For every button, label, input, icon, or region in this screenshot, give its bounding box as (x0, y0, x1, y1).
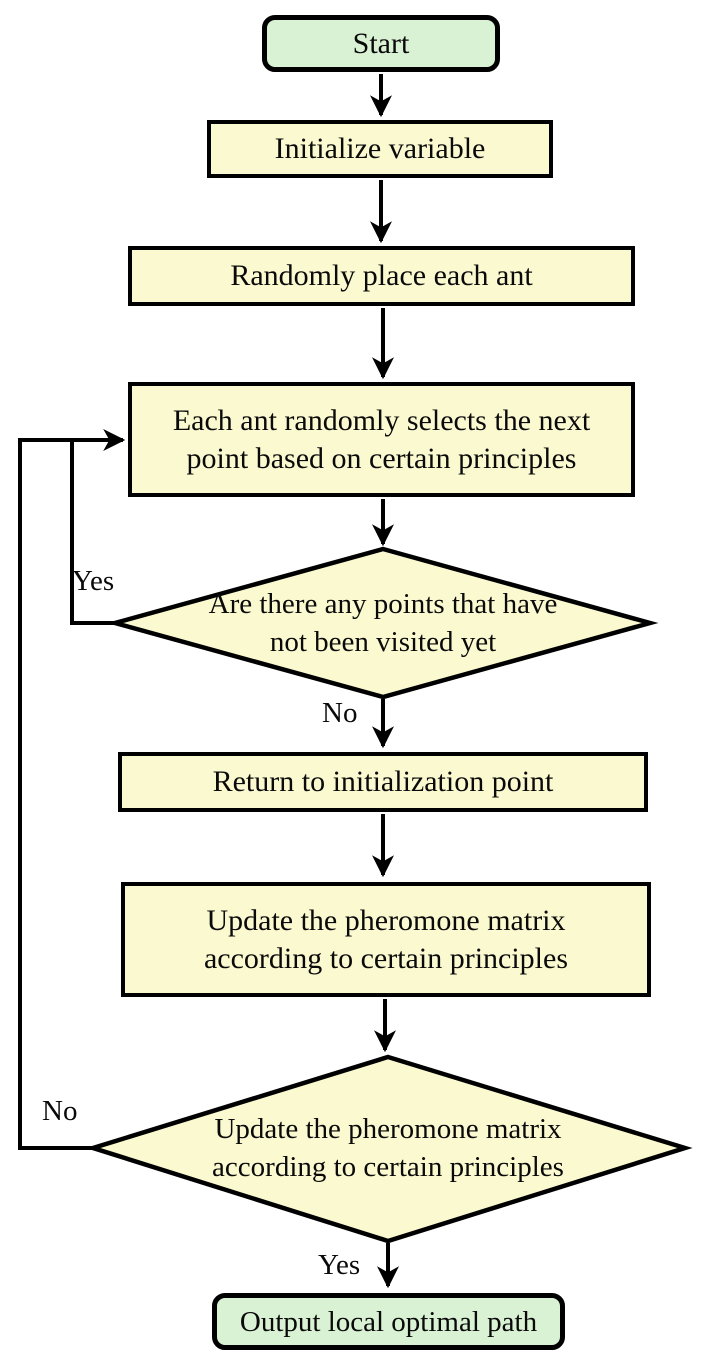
decision-diamond-visited (106, 546, 659, 700)
node-select-next-point: Each ant randomly selects the next point… (128, 382, 635, 497)
decision-diamond-update (85, 1054, 693, 1244)
node-start: Start (262, 15, 500, 72)
node-return-to-initialization: Return to initialization point (118, 752, 648, 812)
edge-label-no-loop: No (42, 1095, 78, 1127)
decision-visited-label: Are there any points that have not been … (208, 588, 558, 658)
node-output-local-optimal-path: Output local optimal path (212, 1293, 565, 1350)
node-initialize-variable: Initialize variable (207, 120, 553, 178)
edge-label-yes-down: Yes (318, 1249, 361, 1281)
node-randomly-place-ants: Randomly place each ant (128, 246, 635, 306)
loop-decision2-no (18, 438, 93, 1150)
edge-label-no-down: No (322, 697, 358, 729)
node-update-pheromone-matrix: Update the pheromone matrix according to… (121, 882, 651, 997)
decision-update-label: Update the pheromone matrix according to… (212, 1113, 564, 1183)
edge-label-yes-loop: Yes (72, 565, 115, 597)
loop-decision1-yes (70, 438, 115, 625)
